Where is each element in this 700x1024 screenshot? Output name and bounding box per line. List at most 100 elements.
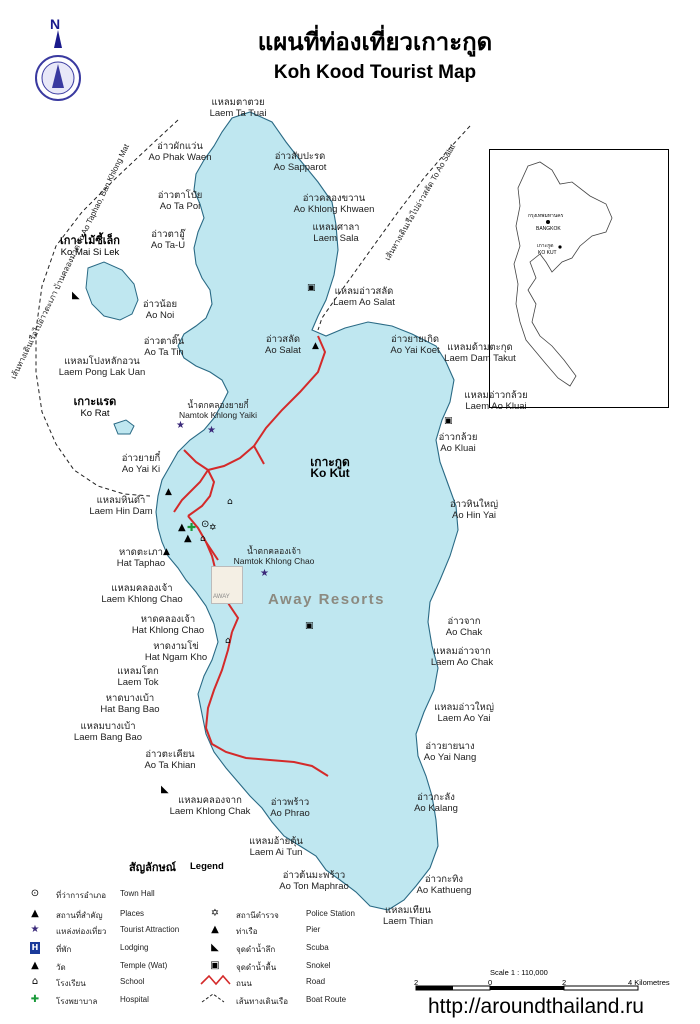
scuba-icon: ◣	[72, 290, 80, 301]
school-icon: ⌂	[227, 497, 233, 507]
legend-label-english: Tourist Attraction	[120, 925, 180, 934]
boat-route-legend-swatch	[201, 993, 225, 1003]
place-label: หาดงามโข่Hat Ngam Kho	[144, 641, 208, 663]
place-label: อ่าวตาอู๊Ao Ta-U	[150, 229, 186, 251]
place-icon: ▲	[178, 522, 186, 533]
tourist-attraction-icon: ★	[30, 924, 40, 935]
town-hall-icon: ⊙	[30, 888, 40, 899]
police-station-icon: ✡	[209, 523, 217, 533]
school-icon: ⌂	[200, 534, 206, 544]
legend-label-thai: ที่พัก	[56, 945, 72, 954]
star-icon: ★	[207, 425, 216, 436]
hospital-icon: ✚	[187, 521, 196, 534]
legend-label-thai: ท่าเรือ	[236, 927, 258, 936]
legend-label-english: Pier	[306, 925, 321, 934]
town-hall-icon: ⊙	[201, 519, 209, 530]
inset-bangkok-en: BANGKOK	[536, 226, 561, 232]
legend-label-thai: ที่ว่าการอำเภอ	[56, 891, 106, 900]
temple-icon: ▲	[31, 960, 39, 971]
legend-label-thai: ถนน	[236, 979, 252, 988]
compass-emblem-icon	[30, 18, 86, 104]
lodging-icon: H	[30, 942, 40, 954]
legend-label-english: Temple (Wat)	[120, 961, 168, 970]
legend-label-english: Lodging	[120, 943, 149, 952]
pier-icon: ▲	[163, 547, 170, 557]
legend-label-english: Hospital	[120, 995, 149, 1004]
legend-label-thai: เส้นทางเดินเรือ	[236, 997, 288, 1006]
school-icon: ⌂	[31, 976, 39, 987]
legend-label-thai: สถานที่สำคัญ	[56, 911, 103, 920]
legend-label-english: Places	[120, 909, 145, 918]
pier-icon: ▲	[312, 341, 319, 351]
boat-routes	[35, 119, 471, 497]
place-icon: ▲	[31, 908, 39, 919]
pier-icon: ▲	[165, 487, 172, 497]
scale-tick: 0	[488, 978, 493, 987]
school-icon: ⌂	[225, 636, 231, 646]
watermark-url[interactable]: http://aroundthailand.ru	[426, 995, 646, 1019]
hospital-icon: ✚	[30, 994, 40, 1005]
legend-label-thai: จุดดำน้ำตื้น	[236, 963, 277, 972]
place-icon: ▲	[184, 533, 192, 544]
scale-tick: 4 Kilometres	[628, 978, 670, 987]
inset-map-frame	[489, 149, 669, 408]
scale-bar	[415, 985, 639, 991]
snorkel-icon: ▣	[307, 283, 316, 293]
police-station-icon: ✡	[210, 908, 220, 919]
legend-label-thai: จุดดำน้ำลึก	[236, 945, 276, 954]
inset-thailand-map	[513, 161, 613, 387]
scuba-icon: ◣	[161, 784, 169, 795]
star-icon: ★	[176, 420, 185, 431]
ko-mai-si-lek-island	[85, 261, 139, 321]
ko-kut-island	[155, 111, 459, 911]
legend-label-thai: แหล่งท่องเที่ยว	[56, 927, 107, 936]
legend-label-english: Scuba	[306, 943, 329, 952]
pier-icon: ▲	[211, 924, 219, 935]
snorkel-icon: ▣	[210, 960, 220, 971]
resort-logo	[211, 566, 243, 604]
inset-bangkok-th: กรุงเทพมหานคร	[528, 213, 564, 219]
legend-label-thai: สถานีตำรวจ	[236, 911, 279, 920]
scale-tick: 2	[414, 978, 419, 987]
legend-title-english: Legend	[190, 861, 224, 872]
scale-label: Scale 1 : 110,000	[490, 968, 548, 977]
legend-title-thai: สัญลักษณ์	[129, 861, 176, 874]
legend-label-thai: โรงพยาบาล	[56, 997, 98, 1006]
north-label: N	[50, 16, 61, 32]
legend-label-english: Boat Route	[306, 995, 347, 1004]
snorkel-icon: ▣	[444, 416, 453, 426]
place-label: อ่าวยายกี๋Ao Yai Ki	[121, 453, 161, 475]
inset-kokut-en: KO KUT	[538, 250, 557, 256]
legend-label-english: Town Hall	[120, 889, 155, 898]
legend-label-english: School	[120, 977, 145, 986]
snorkel-icon: ▣	[305, 621, 314, 631]
map-title-thai: แผนที่ท่องเที่ยวเกาะกูด	[257, 28, 493, 56]
ko-rat-island	[113, 419, 135, 435]
scale-tick: 2	[562, 978, 567, 987]
